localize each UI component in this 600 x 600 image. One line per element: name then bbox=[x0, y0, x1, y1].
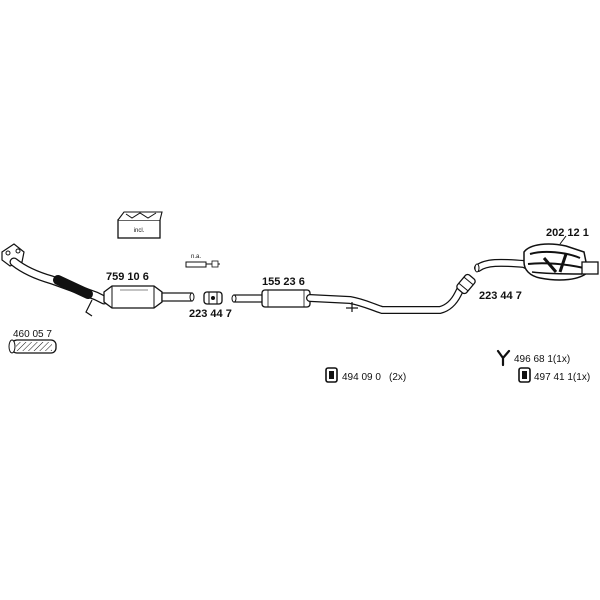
label-rubber-mount-qty: (2x) bbox=[389, 372, 406, 383]
front-pipe-part[interactable] bbox=[1, 243, 109, 317]
catalytic-converter-part[interactable] bbox=[103, 285, 195, 309]
rubber-mount-icon bbox=[325, 367, 338, 383]
mounting-kit-box[interactable]: incl. bbox=[117, 211, 163, 239]
lambda-sensor-part[interactable]: n.a. bbox=[185, 254, 220, 268]
clamp-left-part[interactable] bbox=[203, 291, 223, 305]
rubber-mount-2-icon bbox=[518, 367, 531, 383]
sensor-label: n.a. bbox=[191, 254, 201, 260]
label-rear-silencer: 202 12 1 bbox=[546, 227, 589, 239]
label-clamp-left: 223 44 7 bbox=[189, 308, 232, 320]
clamp-right-part[interactable] bbox=[456, 273, 477, 295]
label-bracket: 496 68 1(1x) bbox=[514, 354, 570, 365]
label-middle-silencer: 155 23 6 bbox=[262, 276, 305, 288]
label-rubber-mount: 494 09 0 bbox=[342, 372, 381, 383]
middle-silencer-part[interactable] bbox=[231, 282, 466, 314]
bracket-y-icon bbox=[496, 349, 511, 367]
label-clamp-right: 223 44 7 bbox=[479, 290, 522, 302]
label-rubber-mount-2: 497 41 1(1x) bbox=[534, 372, 590, 383]
kit-label: incl. bbox=[134, 228, 145, 234]
flex-pipe-part[interactable] bbox=[8, 339, 57, 354]
label-front-pipe: 460 05 7 bbox=[13, 329, 52, 340]
label-catalytic-converter: 759 10 6 bbox=[106, 271, 149, 283]
rear-silencer-part[interactable] bbox=[474, 235, 599, 281]
